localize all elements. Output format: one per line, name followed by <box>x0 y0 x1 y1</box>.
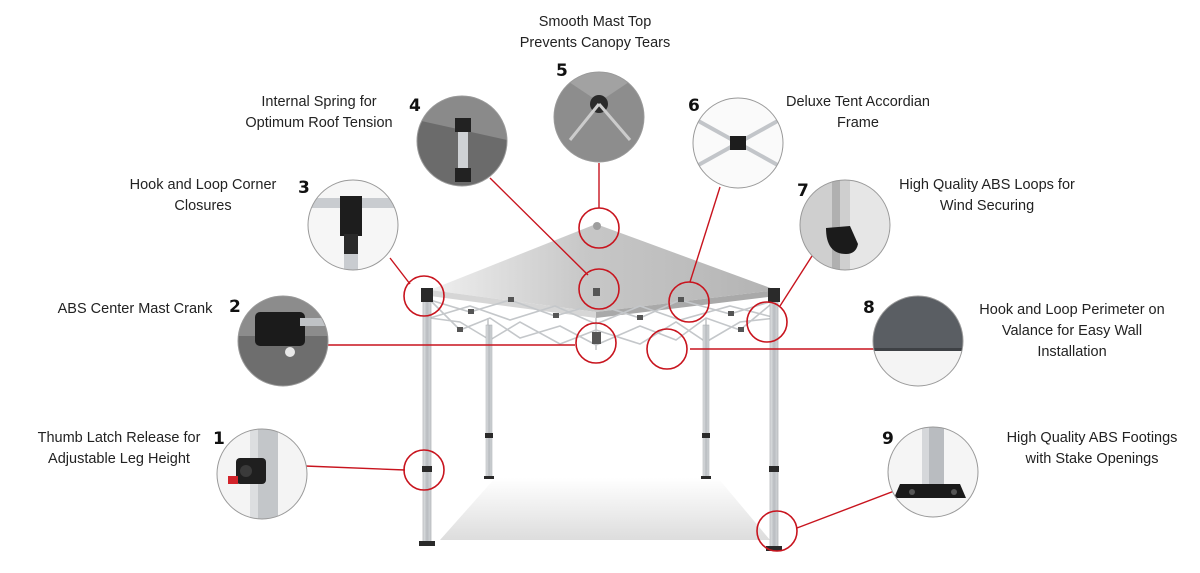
feature-number-5: 5 <box>556 61 568 81</box>
feature-label-5: Smooth Mast Top Prevents Canopy Tears <box>497 12 693 54</box>
feature-label-7: High Quality ABS Loops for Wind Securing <box>876 175 1098 217</box>
feature-number-2: 2 <box>229 297 241 317</box>
feature-label-7-line-2: Wind Securing <box>939 198 1035 214</box>
feature-label-7-line-1: High Quality ABS Loops for <box>899 177 1075 193</box>
feature-label-9-line-2: with Stake Openings <box>1025 451 1159 467</box>
detail-photo-mast-crank <box>237 295 329 387</box>
feature-label-1-line-2: Adjustable Leg Height <box>48 451 190 467</box>
feature-label-3: Hook and Loop Corner Closures <box>108 175 298 217</box>
feature-label-4: Internal Spring for Optimum Roof Tension <box>230 92 408 134</box>
feature-label-8-line-1: Hook and Loop Perimeter on <box>979 302 1165 318</box>
detail-photo-abs-footing <box>887 426 979 518</box>
feature-label-5-line-2: Prevents Canopy Tears <box>519 35 671 51</box>
tent-legs <box>419 288 782 551</box>
feature-number-9: 9 <box>882 429 894 449</box>
feature-number-3: 3 <box>298 178 310 198</box>
feature-label-4-line-1: Internal Spring for <box>261 94 377 110</box>
feature-label-3-line-2: Closures <box>174 198 232 214</box>
callout-connector-lines <box>304 163 898 529</box>
canopy-roof <box>430 224 776 312</box>
feature-label-8-line-3: Installation <box>1037 344 1107 360</box>
feature-label-4-line-2: Optimum Roof Tension <box>245 115 393 131</box>
ground-shadow <box>440 478 770 540</box>
canopy-tent <box>419 222 782 551</box>
detail-photo-mast-top <box>553 71 645 163</box>
feature-label-9: High Quality ABS Footings with Stake Ope… <box>984 428 1200 470</box>
feature-label-6-line-1: Deluxe Tent Accordian <box>785 94 931 110</box>
feature-label-9-line-1: High Quality ABS Footings <box>1006 430 1178 446</box>
detail-photos <box>216 71 979 520</box>
detail-photo-accordion-frame <box>692 97 784 189</box>
detail-photo-valance <box>872 295 964 387</box>
detail-photo-corner-closure <box>307 179 399 271</box>
detail-photo-internal-spring <box>416 95 508 187</box>
feature-label-8-line-2: Valance for Easy Wall <box>1001 323 1143 339</box>
detail-photo-thumb-latch <box>216 428 308 520</box>
feature-label-3-line-1: Hook and Loop Corner <box>129 177 277 193</box>
feature-number-1: 1 <box>213 429 225 449</box>
feature-label-6: Deluxe Tent Accordian Frame <box>766 92 950 134</box>
feature-label-1: Thumb Latch Release for Adjustable Leg H… <box>28 428 210 470</box>
feature-label-1-line-1: Thumb Latch Release for <box>37 430 201 446</box>
feature-label-2-line-1: ABS Center Mast Crank <box>57 301 213 317</box>
feature-number-7: 7 <box>797 181 809 201</box>
feature-label-6-line-2: Frame <box>837 115 879 131</box>
feature-label-2: ABS Center Mast Crank <box>40 299 230 320</box>
feature-label-5-line-1: Smooth Mast Top <box>538 14 652 30</box>
feature-number-6: 6 <box>688 96 700 116</box>
feature-number-8: 8 <box>863 298 875 318</box>
feature-label-8: Hook and Loop Perimeter on Valance for E… <box>962 300 1182 363</box>
feature-number-4: 4 <box>409 96 421 116</box>
callout-circles <box>403 207 798 552</box>
